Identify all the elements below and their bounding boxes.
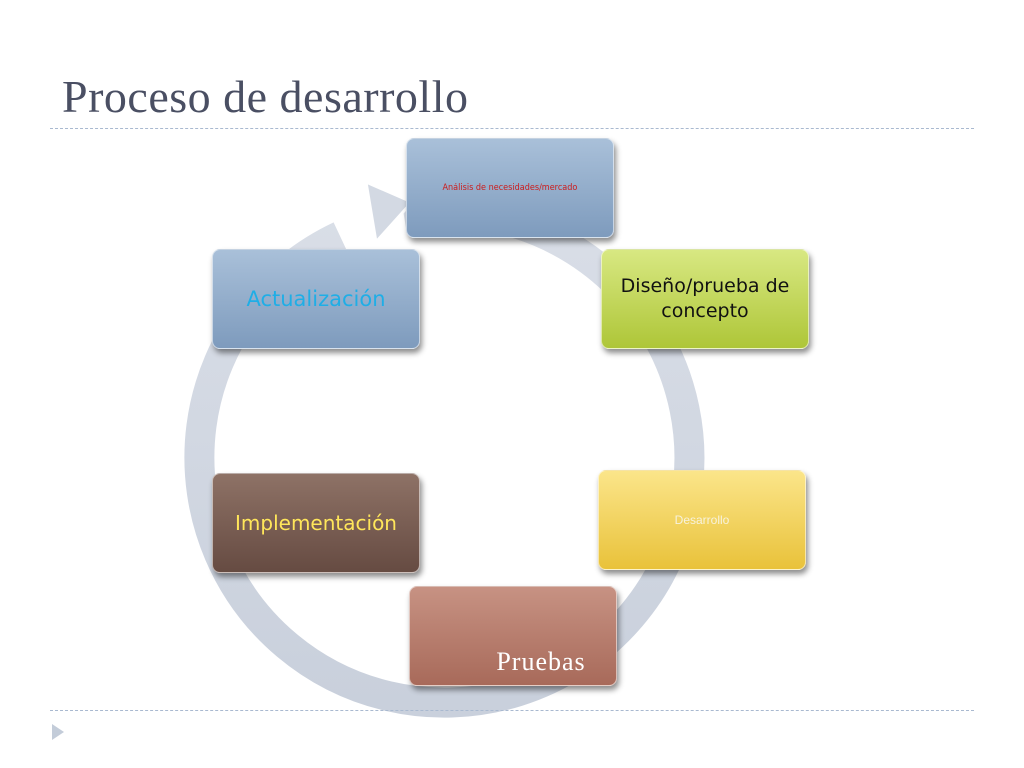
bottom-divider: [50, 710, 974, 711]
step-desarrollo: Desarrollo: [598, 470, 806, 570]
step-actualizacion-label: Actualización: [246, 287, 386, 311]
step-diseno-label: Diseño/prueba de concepto: [620, 275, 790, 322]
step-diseno: Diseño/prueba de concepto: [601, 249, 809, 349]
step-pruebas-label: Pruebas: [496, 647, 586, 676]
step-analisis-label: Análisis de necesidades/mercado: [442, 183, 578, 193]
cycle-arrowhead: [364, 180, 414, 244]
top-divider: [50, 128, 974, 129]
step-desarrollo-label: Desarrollo: [674, 513, 730, 527]
triangle-bullet-icon: [52, 724, 64, 740]
step-pruebas: Pruebas: [409, 586, 617, 686]
slide-title: Proceso de desarrollo: [62, 71, 469, 122]
step-implementacion: Implementación: [212, 473, 420, 573]
step-implementacion-label: Implementación: [235, 511, 397, 535]
step-analisis: Análisis de necesidades/mercado: [406, 138, 614, 238]
step-actualizacion: Actualización: [212, 249, 420, 349]
